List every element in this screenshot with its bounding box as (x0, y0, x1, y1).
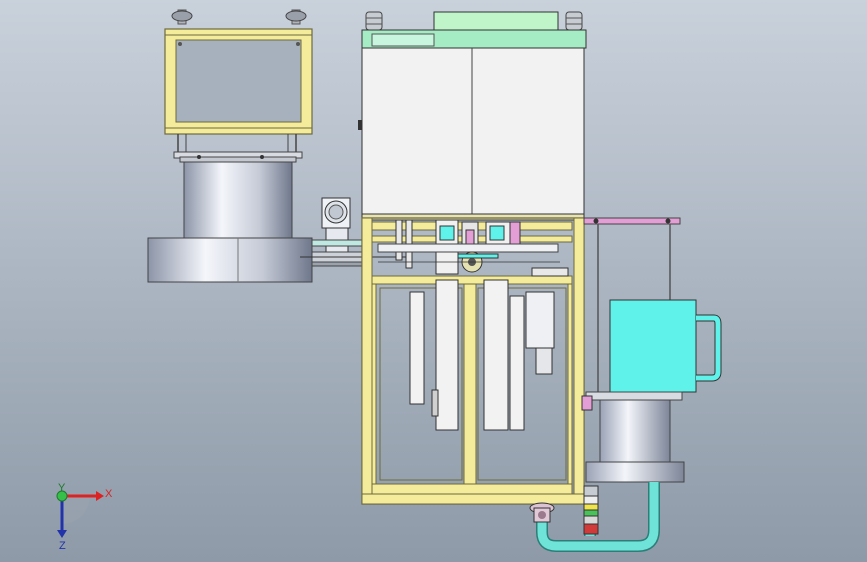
drain-valve (529, 502, 555, 523)
small-bowl-feeder (581, 391, 685, 483)
roller-right (565, 11, 583, 31)
coordinate-triad: X Y Z (56, 482, 113, 552)
suspension-frame (164, 9, 313, 155)
linear-feeder (300, 197, 410, 267)
y-axis-label: Y (58, 482, 66, 494)
transfer-mechanism (377, 219, 569, 431)
main-cabinet (358, 11, 587, 221)
roller-left (365, 11, 383, 31)
vibratory-bowl-feeder (147, 151, 313, 283)
hopper (609, 299, 722, 393)
x-axis-label: X (105, 488, 113, 500)
y-axis-origin (56, 490, 68, 502)
air-fitting (583, 485, 599, 535)
leveling-foot-left (171, 9, 193, 25)
z-axis-label: Z (59, 540, 66, 552)
leveling-foot-right (285, 9, 307, 25)
